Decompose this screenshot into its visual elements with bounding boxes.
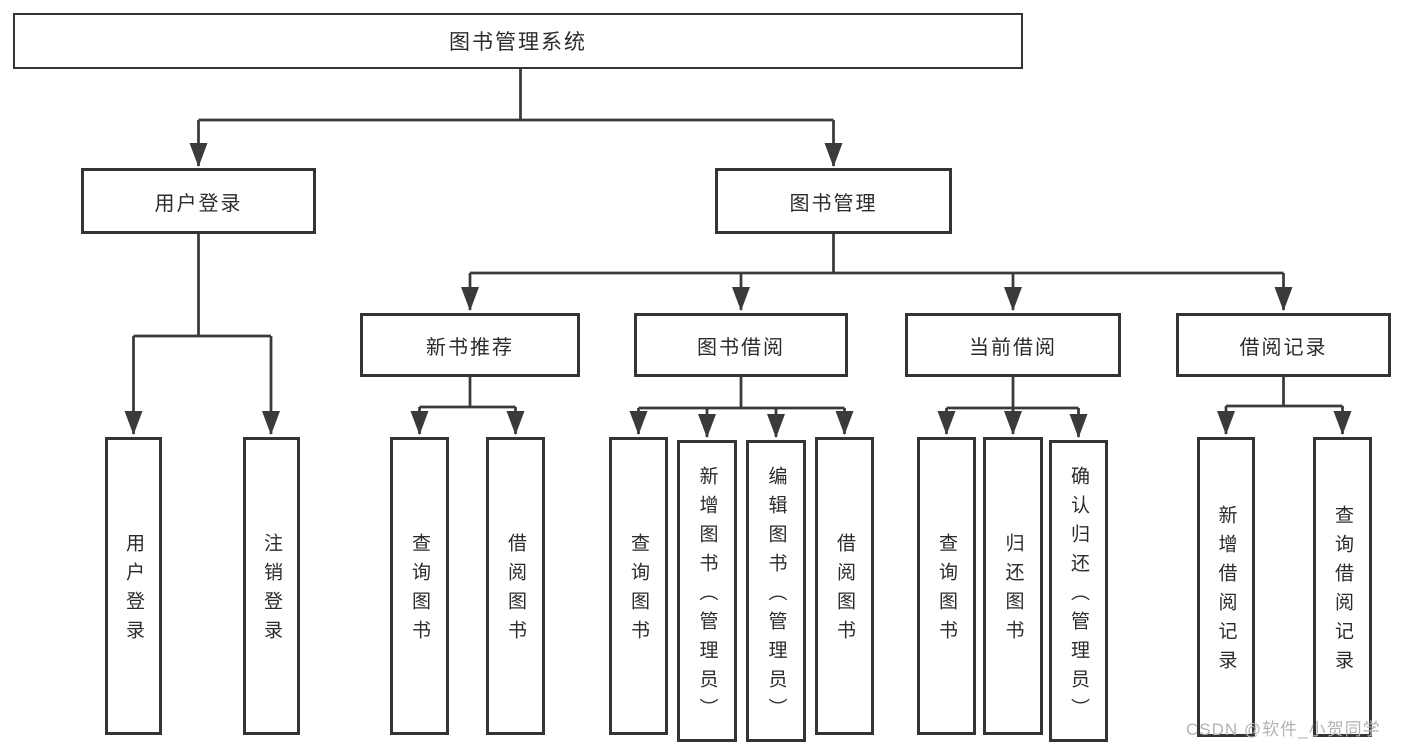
node-new-book-recommend: 新书推荐 bbox=[360, 313, 580, 377]
leaf-borrow-books: 借阅图书 bbox=[815, 437, 874, 735]
leaf-current-query-books-label: 查询图书 bbox=[936, 533, 957, 649]
leaf-recommend-query-books-label: 查询图书 bbox=[409, 533, 430, 649]
node-user-login-label: 用户登录 bbox=[154, 192, 243, 215]
node-new-book-recommend-label: 新书推荐 bbox=[426, 336, 514, 359]
leaf-query-borrow-record-label: 查询借阅记录 bbox=[1332, 505, 1353, 679]
leaf-borrow-books-label: 借阅图书 bbox=[834, 533, 855, 649]
leaf-return-books-label: 归还图书 bbox=[1002, 533, 1024, 649]
leaf-edit-book-admin-label: 编辑图书（管理员） bbox=[765, 465, 787, 727]
leaf-recommend-query-books: 查询图书 bbox=[390, 437, 449, 735]
leaf-query-borrow-record: 查询借阅记录 bbox=[1313, 437, 1372, 737]
node-library-system: 图书管理系统 bbox=[13, 13, 1023, 69]
node-borrow-records-label: 借阅记录 bbox=[1239, 336, 1328, 359]
leaf-user-login-label: 用户登录 bbox=[123, 533, 144, 649]
leaf-borrow-query-books: 查询图书 bbox=[609, 437, 668, 735]
leaf-confirm-return-admin: 确认归还（管理员） bbox=[1049, 440, 1108, 742]
leaf-add-borrow-record-label: 新增借阅记录 bbox=[1215, 505, 1237, 679]
leaf-current-query-books: 查询图书 bbox=[917, 437, 976, 735]
leaf-confirm-return-admin-label: 确认归还（管理员） bbox=[1068, 465, 1089, 727]
node-book-management: 图书管理 bbox=[715, 168, 952, 234]
node-current-borrow-label: 当前借阅 bbox=[969, 336, 1057, 359]
node-book-borrow-label: 图书借阅 bbox=[697, 336, 785, 359]
node-user-login: 用户登录 bbox=[81, 168, 316, 234]
csdn-watermark: CSDN @软件_小贺同学 bbox=[1186, 720, 1381, 739]
node-current-borrow: 当前借阅 bbox=[905, 313, 1121, 377]
leaf-logout: 注销登录 bbox=[243, 437, 300, 735]
node-borrow-records: 借阅记录 bbox=[1176, 313, 1391, 377]
leaf-return-books: 归还图书 bbox=[983, 437, 1043, 735]
leaf-add-book-admin-label: 新增图书（管理员） bbox=[696, 465, 718, 727]
leaf-user-login: 用户登录 bbox=[105, 437, 162, 735]
leaf-recommend-borrow-books-label: 借阅图书 bbox=[505, 533, 526, 649]
node-library-system-label: 图书管理系统 bbox=[449, 31, 587, 54]
leaf-edit-book-admin: 编辑图书（管理员） bbox=[746, 440, 806, 742]
leaf-recommend-borrow-books: 借阅图书 bbox=[486, 437, 545, 735]
node-book-management-label: 图书管理 bbox=[789, 192, 878, 215]
leaf-borrow-query-books-label: 查询图书 bbox=[628, 533, 649, 649]
leaf-add-book-admin: 新增图书（管理员） bbox=[677, 440, 737, 742]
node-book-borrow: 图书借阅 bbox=[634, 313, 848, 377]
leaf-logout-label: 注销登录 bbox=[261, 533, 282, 649]
leaf-add-borrow-record: 新增借阅记录 bbox=[1197, 437, 1255, 737]
